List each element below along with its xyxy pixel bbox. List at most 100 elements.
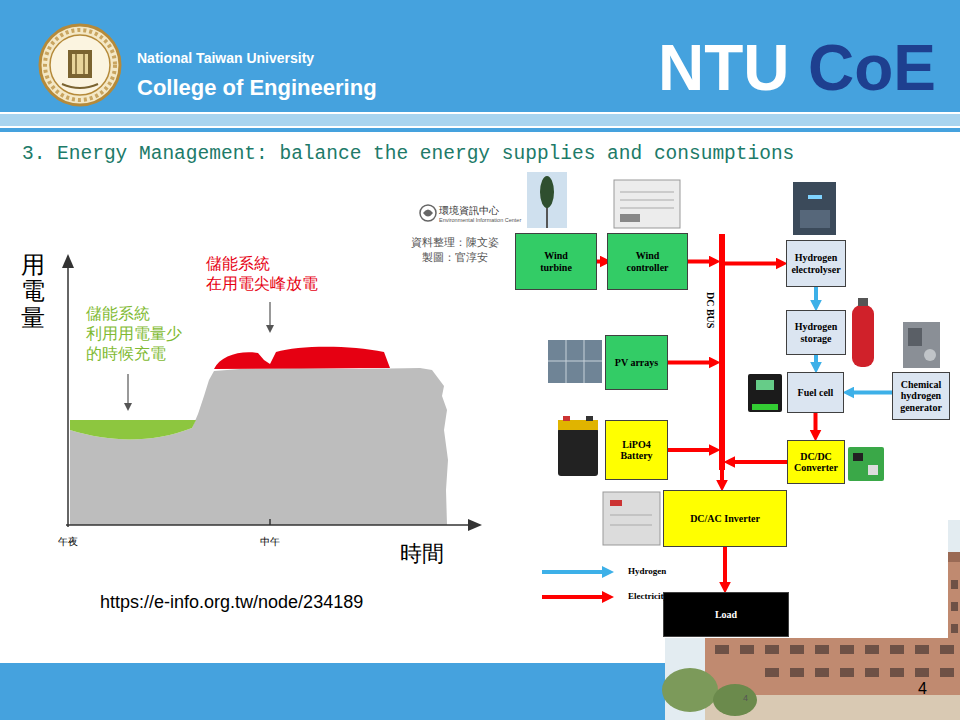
legend-arrows	[602, 566, 614, 578]
component-box: Hydrogen electrolyser	[786, 240, 846, 287]
legend-arrows	[602, 591, 614, 603]
component-box: LiPO4 Battery	[605, 420, 668, 480]
logo-text: NTU	[658, 36, 790, 100]
university-seal	[50, 35, 110, 95]
charge-area	[70, 420, 196, 440]
inverter-photo	[610, 500, 622, 506]
controller-photo	[614, 180, 680, 228]
dcdc-photo	[848, 447, 884, 481]
component-box: PV arrays	[605, 335, 668, 390]
callout-arrow	[127, 374, 128, 404]
component-label: Load	[715, 609, 737, 621]
callout-arrow	[266, 325, 274, 333]
storage-photo	[852, 305, 874, 367]
battery-photo	[558, 416, 598, 476]
slide-title: 3. Energy Management: balance the energy…	[22, 143, 794, 165]
campus-photo	[865, 668, 879, 677]
x-axis-head	[468, 519, 482, 531]
component-label: DC/DC Converter	[791, 451, 841, 474]
turbine-photo	[540, 176, 554, 208]
generator-photo	[903, 322, 940, 368]
component-box: DC/DC Converter	[787, 440, 845, 484]
tick-mark	[269, 519, 271, 525]
callout-arrow	[124, 403, 132, 411]
header-bar	[0, 114, 960, 126]
header-bar	[0, 0, 960, 112]
university-seal	[40, 25, 120, 105]
campus-photo	[865, 645, 879, 654]
campus-photo	[713, 684, 757, 716]
inverter-photo	[610, 525, 652, 526]
legend-arrows	[542, 566, 614, 603]
campus-photo	[815, 645, 829, 654]
tick-label: 午夜	[58, 536, 78, 549]
campus-photo	[662, 668, 718, 712]
battery-photo	[558, 428, 598, 476]
component-box: Fuel cell	[787, 372, 844, 413]
university-seal	[40, 25, 120, 105]
axis-title: 用電量	[21, 252, 45, 331]
electrolyser-photo	[808, 195, 822, 199]
campus-photo	[740, 645, 754, 654]
pv-photo	[548, 340, 602, 383]
source-name: Environmental Information Center	[439, 217, 521, 224]
bus-label: DC BUS	[705, 292, 717, 328]
header-bar	[0, 0, 960, 132]
campus-photo	[790, 645, 804, 654]
electricity-flow	[688, 260, 711, 264]
university-seal	[72, 54, 88, 74]
dc-bus-bar: DC BUS	[719, 234, 725, 470]
hydrogen-flow	[852, 391, 892, 395]
callout-note: 儲能系統 在用電尖峰放電	[206, 254, 341, 294]
y-axis	[67, 266, 69, 527]
generator-photo	[903, 322, 940, 368]
campus-photo	[840, 645, 854, 654]
campus-photo	[815, 668, 829, 677]
diagram-panel	[510, 168, 948, 638]
electrolyser-photo	[800, 210, 830, 228]
callout-arrow	[269, 302, 270, 326]
controller-photo	[614, 180, 680, 228]
electrolyser-photo	[793, 182, 836, 235]
component-box: Hydrogen storage	[786, 310, 846, 355]
fuel-cell-photo	[748, 374, 782, 412]
electricity-flow	[723, 547, 727, 584]
campus-photo	[951, 624, 958, 633]
campus-photo	[951, 602, 958, 611]
campus-photo	[915, 668, 929, 677]
legend-item: Electricity	[628, 591, 668, 601]
source-logo	[420, 205, 436, 221]
hydrogen-flow	[814, 287, 818, 302]
battery-photo	[558, 420, 598, 430]
battery-photo	[563, 416, 570, 421]
component-label: Wind controller	[623, 250, 673, 273]
legend-item: Hydrogen	[628, 566, 666, 576]
inverter-photo	[610, 515, 652, 516]
controller-photo	[620, 192, 674, 193]
pv-photo	[548, 340, 602, 383]
controller-photo	[620, 200, 674, 201]
university-seal	[45, 30, 115, 100]
logo-text: CoE	[808, 36, 936, 100]
controller-photo	[620, 208, 674, 209]
usage-chart	[62, 254, 482, 531]
component-box: Wind controller	[607, 233, 688, 290]
hydrogen-flow	[814, 355, 818, 364]
source-name: 環境資訊中心	[439, 205, 499, 218]
usage-area	[70, 368, 448, 525]
header-bar	[0, 128, 960, 132]
inverter-photo	[603, 492, 660, 545]
storage-photo	[852, 298, 874, 367]
fuel-cell-photo	[756, 380, 774, 390]
controller-photo	[620, 214, 640, 222]
campus-photo	[890, 645, 904, 654]
campus-photo	[890, 668, 904, 677]
electricity-flow	[668, 448, 711, 452]
electricity-flow	[668, 361, 711, 365]
electricity-flow	[597, 260, 602, 264]
source-url: https://e-info.org.tw/node/234189	[100, 591, 363, 614]
college-name: College of Engineering	[137, 74, 377, 102]
component-label: Chemical hydrogen generator	[896, 379, 946, 414]
